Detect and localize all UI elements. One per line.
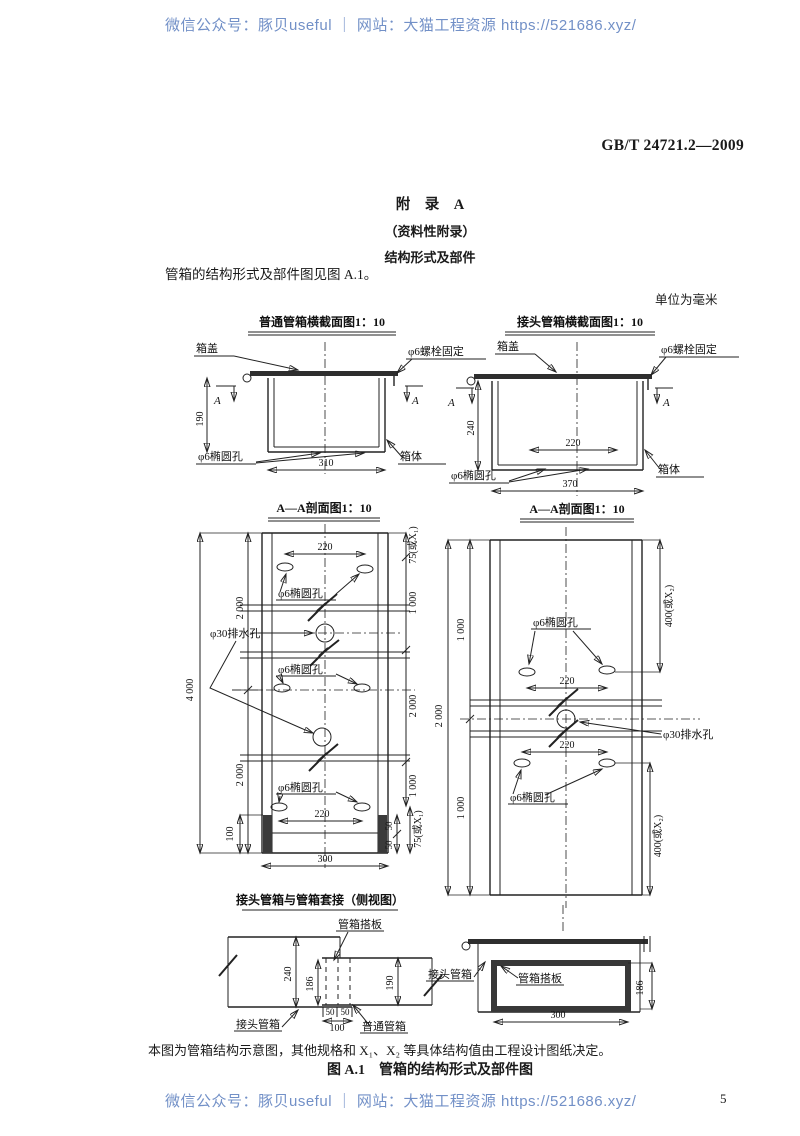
- unit-note: 单位为毫米: [655, 293, 718, 307]
- dim-50: 50: [341, 1007, 351, 1017]
- dim-300: 300: [551, 1010, 566, 1021]
- joint-box-label: 接头管箱: [428, 967, 472, 981]
- dim-75-x1: 75(或X₁): [407, 526, 419, 563]
- joint-box-label: 接头管箱: [236, 1017, 280, 1031]
- dim-240: 240: [466, 421, 477, 436]
- oval-hole-label: φ6椭圆孔: [278, 662, 323, 676]
- section-letter-a: A: [447, 397, 455, 409]
- figure-caption: 图 A.1 管箱的结构形式及部件图: [326, 1063, 534, 1078]
- appendix-subtitle: （资料性附录）: [384, 224, 476, 239]
- dim-186: 186: [635, 981, 646, 996]
- header-watermark: 微信公众号：豚贝useful ｜ 网站：大猫工程资源 https://52168…: [165, 17, 637, 34]
- bolt-label: φ6螺栓固定: [661, 342, 717, 356]
- page-number: 5: [720, 1091, 727, 1106]
- dim-240: 240: [283, 967, 294, 982]
- oval-hole-label: φ6椭圆孔: [533, 615, 578, 629]
- section-aa-joint-box: A—A剖面图1：10 400(或X₂) φ6椭圆孔 220 φ30排水孔 220: [434, 501, 713, 908]
- lid-label: 箱盖: [497, 339, 519, 353]
- dim-190: 190: [195, 412, 206, 427]
- drain-hole-label: φ30排水孔: [210, 626, 260, 640]
- dim-100: 100: [330, 1023, 345, 1034]
- diagram-title: 接头管箱横截面图1：10: [517, 314, 643, 329]
- dim-2000: 2 000: [434, 705, 445, 728]
- lap-plate-label: 管箱搭板: [338, 917, 382, 931]
- cross-section-normal-box: 普通管箱横截面图1：10 箱盖 φ6螺栓固定 A A 190 φ6椭圆孔 310: [194, 314, 486, 474]
- drain-hole-label: φ30排水孔: [663, 727, 713, 741]
- dim-50: 50: [384, 840, 394, 850]
- oval-hole-label: φ6椭圆孔: [451, 468, 496, 482]
- lid-label: 箱盖: [196, 341, 218, 355]
- dim-300: 300: [318, 854, 333, 865]
- dim-1000: 1 000: [408, 775, 419, 798]
- standard-number: GB/T 24721.2—2009: [601, 137, 744, 154]
- footer-watermark: 微信公众号：豚贝useful ｜ 网站：大猫工程资源 https://52168…: [165, 1093, 637, 1110]
- section-aa-normal-box: A—A剖面图1：10 220 φ6椭圆孔 φ30排水孔 φ6椭圆孔: [185, 500, 424, 868]
- normal-box-label: 普通管箱: [362, 1019, 406, 1033]
- section-letter-a: A: [213, 395, 221, 407]
- appendix-heading: 附 录 A （资料性附录） 结构形式及部件: [110, 193, 750, 273]
- dim-310: 310: [319, 458, 334, 469]
- dim-50: 50: [384, 821, 394, 831]
- section-letter-a: A: [411, 395, 419, 407]
- dim-1000: 1 000: [456, 619, 467, 642]
- cross-section-joint-box: 接头管箱横截面图1：10 箱盖 φ6螺栓固定 A A 240 220 φ6椭圆孔: [447, 314, 739, 496]
- dim-190: 190: [385, 976, 396, 991]
- dim-220: 220: [566, 438, 581, 449]
- dim-220: 220: [560, 676, 575, 687]
- diagram-title: 接头管箱与管箱套接（侧视图）: [236, 892, 404, 907]
- dim-75-x1: 75(或X₁): [412, 810, 424, 847]
- oval-hole-label: φ6椭圆孔: [198, 449, 243, 463]
- dim-2000: 2 000: [235, 764, 246, 787]
- diagram-title: A—A剖面图1：10: [529, 501, 624, 516]
- appendix-section-title: 结构形式及部件: [384, 250, 476, 265]
- dim-370: 370: [563, 479, 578, 490]
- dim-220: 220: [318, 542, 333, 553]
- intro-paragraph: 管箱的结构形式及部件图见图 A.1。: [165, 267, 378, 282]
- dim-1000: 1 000: [408, 592, 419, 615]
- oval-hole-label: φ6椭圆孔: [278, 780, 323, 794]
- side-view-joint-box-lap-plate: 接头管箱 管箱搭板 186 300: [426, 905, 652, 1022]
- dim-50: 50: [326, 1007, 336, 1017]
- lap-plate-label: 管箱搭板: [518, 971, 562, 985]
- body-label: 箱体: [400, 449, 422, 463]
- diagram-title: A—A剖面图1：10: [276, 500, 371, 515]
- dim-186: 186: [305, 977, 316, 992]
- dim-400-x2: 400(或X₂): [663, 585, 675, 627]
- dim-2000: 2 000: [235, 597, 246, 620]
- section-letter-a: A: [662, 397, 670, 409]
- diagram-title: 普通管箱横截面图1：10: [259, 314, 385, 329]
- appendix-title: 附 录 A: [395, 197, 465, 213]
- bolt-label: φ6螺栓固定: [408, 344, 464, 358]
- dim-1000: 1 000: [456, 797, 467, 820]
- dim-220: 220: [315, 809, 330, 820]
- oval-hole-label: φ6椭圆孔: [278, 586, 323, 600]
- dim-2000: 2 000: [408, 695, 419, 718]
- side-view-sleeve-joint: 接头管箱与管箱套接（侧视图） 管箱搭板 240 186 190 50 50: [218, 892, 443, 1034]
- dim-100: 100: [225, 827, 236, 842]
- dim-220: 220: [560, 740, 575, 751]
- dim-400-x2: 400(或X₂): [652, 815, 664, 857]
- body-label: 箱体: [658, 462, 680, 476]
- oval-hole-label: φ6椭圆孔: [510, 790, 555, 804]
- figure-note: 本图为管箱结构示意图，其他规格和 X₁、X₂ 等具体结构值由工程设计图纸决定。: [148, 1043, 612, 1058]
- dim-4000: 4 000: [185, 679, 196, 702]
